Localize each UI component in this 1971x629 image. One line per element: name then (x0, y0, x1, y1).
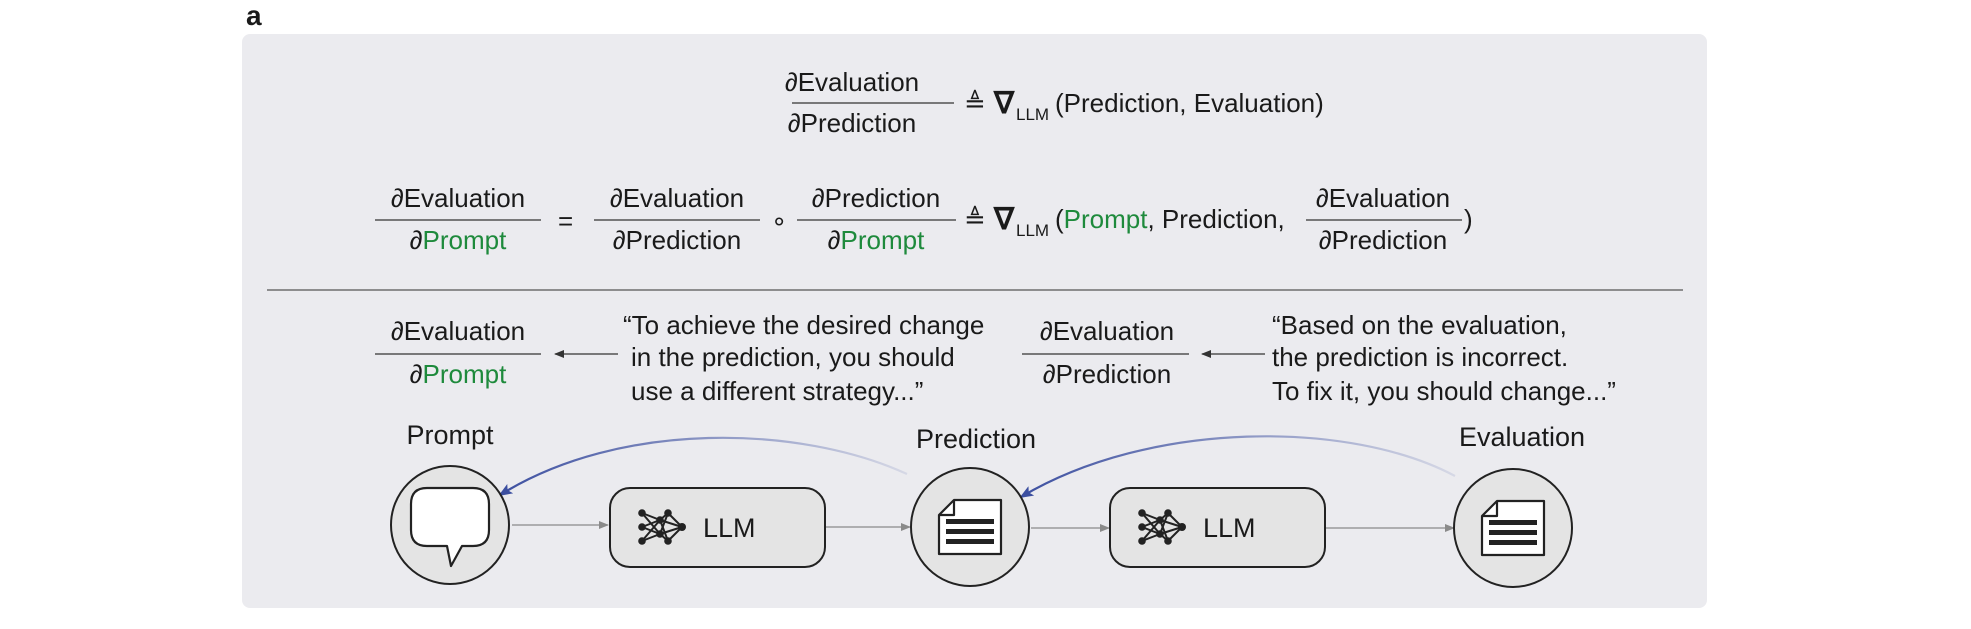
llm-box-1-label: LLM (703, 513, 756, 543)
eq1-denominator: ∂Prediction (788, 108, 916, 138)
prediction-grad-denominator: ∂Prediction (1043, 359, 1171, 389)
eq2-close-paren: ) (1464, 204, 1473, 234)
prompt-quote-line-1: “To achieve the desired change (623, 310, 984, 340)
prediction-quote-line-3: To fix it, you should change...” (1272, 376, 1616, 406)
llm-box-2-frame (1109, 487, 1326, 568)
prompt-grad-denominator: ∂Prompt (410, 359, 507, 389)
prompt-node (390, 465, 510, 585)
eq1-numerator: ∂Evaluation (785, 67, 919, 97)
evaluation-label: Evaluation (1459, 422, 1585, 452)
eq1-nabla: ∇ (993, 87, 1015, 120)
backprop-arrow-evaluation-to-prediction (1019, 435, 1456, 499)
llm-box-1-frame (609, 487, 826, 568)
evaluation-node (1453, 468, 1573, 588)
prompt-grad-numerator: ∂Evaluation (391, 316, 525, 346)
eq2-nabla: ∇ (993, 203, 1015, 236)
eq2-compose: ∘ (771, 206, 787, 236)
eq2-arg-frac-denominator: ∂Prediction (1319, 225, 1447, 255)
eq2-lhs-numerator: ∂Evaluation (391, 183, 525, 213)
llm-box-2: LLM (1109, 487, 1326, 568)
eq2-f1-denominator: ∂Prediction (613, 225, 741, 255)
eq1-def-symbol: ≜ (964, 88, 986, 118)
prediction-quote-line-1: “Based on the evaluation, (1272, 310, 1567, 340)
prompt-label: Prompt (406, 420, 494, 450)
panel-label: a (246, 0, 262, 31)
backprop-arrow-prediction-to-prompt (498, 436, 908, 497)
eq2-f2-denominator: ∂Prompt (828, 225, 925, 255)
prediction-node (910, 467, 1030, 587)
eq2-arg-frac-numerator: ∂Evaluation (1316, 183, 1450, 213)
llm-box-2-label: LLM (1203, 513, 1256, 543)
equation-1: ∂Evaluation ∂Prediction ≜ ∇ LLM (Predict… (785, 67, 1324, 138)
eq2-equals: = (558, 206, 573, 236)
eq2-f1-numerator: ∂Evaluation (610, 183, 744, 213)
eq2-subscript: LLM (1016, 221, 1049, 240)
prediction-quote-line-2: the prediction is incorrect. (1272, 342, 1568, 372)
prediction-label: Prediction (916, 424, 1036, 454)
llm-box-1: LLM (609, 487, 826, 568)
feedback-row: ∂Evaluation ∂Prompt “To achieve the desi… (375, 310, 1616, 406)
speech-bubble-icon (409, 486, 491, 568)
eq2-lhs-denominator: ∂Prompt (410, 225, 507, 255)
neural-network-icon (638, 509, 686, 545)
prediction-grad-numerator: ∂Evaluation (1040, 316, 1174, 346)
eq2-f2-numerator: ∂Prediction (812, 183, 940, 213)
document-icon (937, 498, 1003, 556)
eq2-args: (Prompt, Prediction, (1055, 204, 1285, 234)
equation-2: ∂Evaluation ∂Prompt = ∂Evaluation ∂Predi… (375, 183, 1473, 255)
eq1-args: (Prediction, Evaluation) (1055, 88, 1324, 118)
neural-network-icon (1138, 509, 1186, 545)
eq1-subscript: LLM (1016, 105, 1049, 124)
eq2-def-symbol: ≜ (964, 204, 986, 234)
prompt-quote-line-3: use a different strategy...” (631, 376, 923, 406)
prompt-quote-line-2: in the prediction, you should (631, 342, 955, 372)
document-icon (1480, 499, 1546, 557)
